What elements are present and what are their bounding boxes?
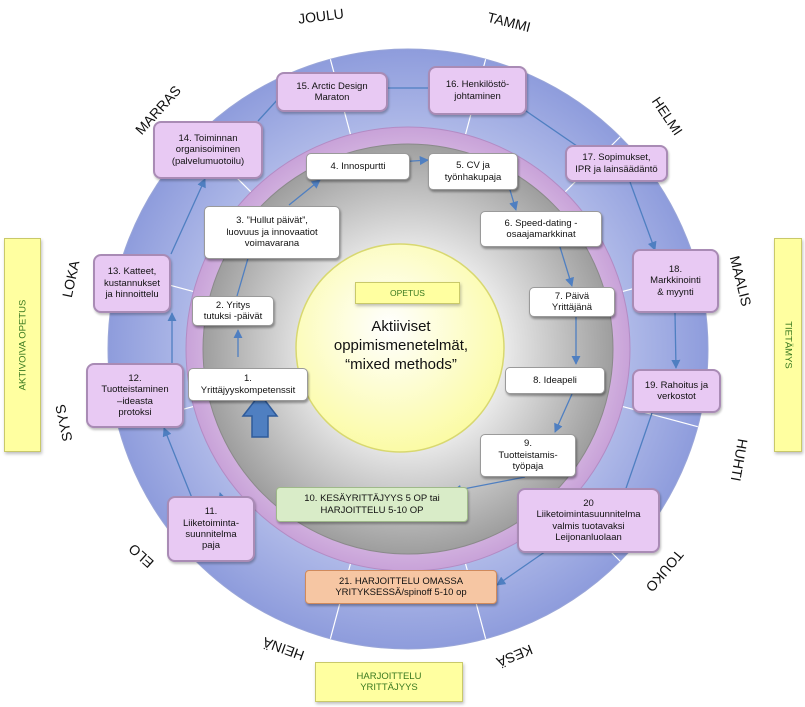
step-2: 2. Yritys tutuksi -päivät — [192, 296, 274, 326]
flow-arrow — [554, 393, 573, 433]
step-16: 16. Henkilöstö- johtaminen — [428, 66, 527, 115]
flow-arrow — [621, 412, 653, 498]
flow-arrow — [559, 246, 574, 287]
step-9: 9. Tuotteistamis- työpaja — [480, 434, 576, 477]
step-6: 6. Speed-dating - osaajamarkkinat — [480, 211, 602, 247]
side-label-right: TIETÄMYS — [774, 238, 802, 452]
step-18: 18. Markkinointi & myynti — [632, 249, 719, 313]
step-7: 7. Päivä Yrittäjänä — [529, 287, 615, 317]
step-5: 5. CV ja työnhakupaja — [428, 153, 518, 190]
step-19: 19. Rahoitus ja verkostot — [632, 369, 721, 413]
step-10: 10. KESÄYRITTÄJYYS 5 OP tai HARJOITTELU … — [276, 487, 468, 522]
step-1: 1. Yrittäjyyskompetenssit — [188, 368, 308, 401]
side-label-left-text: AKTIVOIVA OPETUS — [17, 299, 28, 391]
step-8: 8. Ideapeli — [505, 367, 605, 394]
flow-arrow — [218, 492, 227, 503]
step-13: 13. Katteet, kustannukset ja hinnoittelu — [93, 254, 171, 313]
step-12: 12. Tuotteistaminen –ideasta protoksi — [86, 363, 184, 428]
step-3: 3. ”Hullut päivät”, luovuus ja innovaati… — [204, 206, 340, 259]
step-11: 11. Liiketoiminta- suunnitelma paja — [167, 496, 255, 562]
step-15: 15. Arctic Design Maraton — [276, 72, 388, 112]
side-label-bottom: HARJOITTELU YRITTÄJYYS — [315, 662, 463, 702]
flow-arrow — [671, 312, 681, 369]
step-4: 4. Innospurtti — [306, 153, 410, 180]
step-17: 17. Sopimukset, IPR ja lainsäädäntö — [565, 145, 668, 182]
step-20: 20 Liiketoimintasuunnitelma valmis tuota… — [517, 488, 660, 553]
flow-arrow — [629, 181, 657, 251]
flow-arrow — [288, 179, 321, 206]
side-label-right-text: TIETÄMYS — [782, 321, 794, 369]
step-21: 21. HARJOITTELU OMASSA YRITYKSESSÄ/spino… — [305, 570, 497, 604]
center-title: Aktiiviset oppimismenetelmät, “mixed met… — [333, 318, 469, 373]
step-14: 14. Toiminnan organisoiminen (palvelumuo… — [153, 121, 263, 179]
flow-arrow — [170, 178, 206, 255]
center-label: OPETUS — [355, 282, 460, 304]
flow-arrow — [162, 427, 193, 499]
side-label-left: AKTIVOIVA OPETUS — [4, 238, 41, 452]
